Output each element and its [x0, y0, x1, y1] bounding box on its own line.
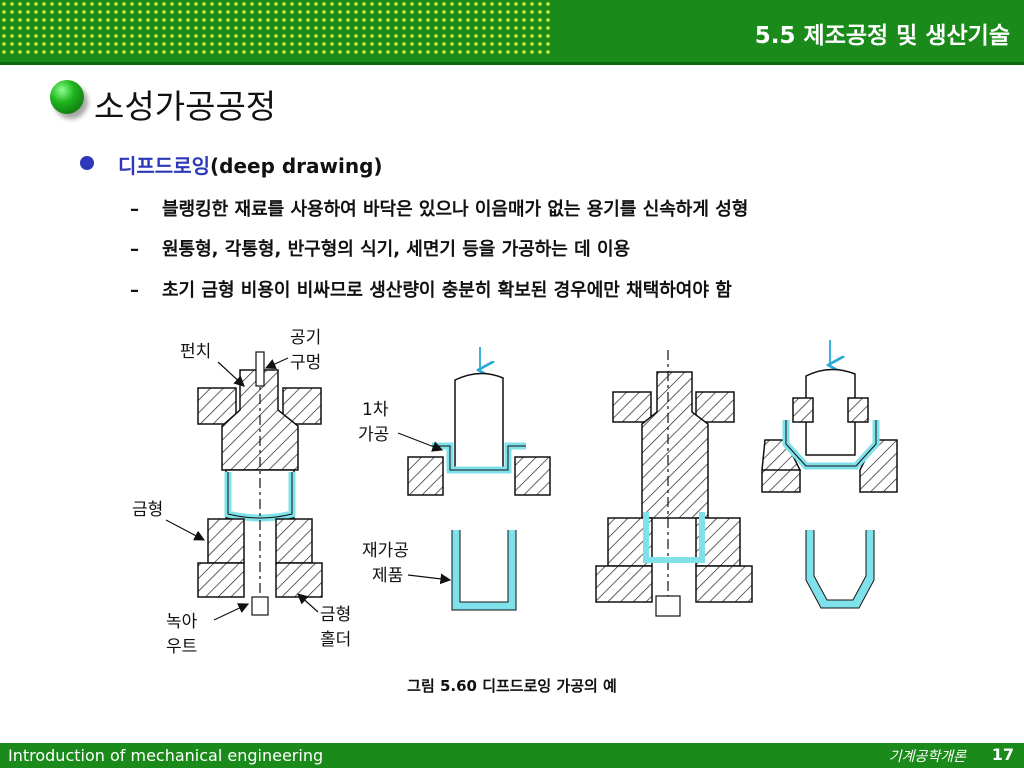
first-draw-cup: [451, 530, 517, 611]
course-korean-title: 기계공학개론: [888, 749, 966, 765]
bullet-label-english: (deep drawing): [210, 154, 383, 178]
header-dot-pattern: [0, 0, 552, 58]
label-punch: 펀치: [180, 342, 211, 362]
assembly-1: [197, 351, 323, 616]
first-draw-setup: [407, 347, 551, 496]
sub-item: –초기 금형 비용이 비싸므로 생산량이 충분히 확보된 경우에만 채택하여야 …: [130, 280, 732, 301]
label-air-vent-2: 구멍: [290, 353, 321, 373]
green-ball-icon: [50, 80, 84, 114]
figure-caption: 그림 5.60 디프드로잉 가공의 예: [407, 677, 617, 695]
pointer-line: [217, 361, 245, 387]
label-knockout-1: 녹아: [166, 612, 198, 632]
header-bar: 5.5 제조공정 및 생산기술: [0, 0, 1024, 62]
label-holder-2: 홀더: [320, 630, 351, 650]
bullet-dot-icon: [80, 156, 94, 170]
sub-item-text: 원통형, 각통형, 반구형의 식기, 세면기 등을 가공하는 데 이용: [162, 239, 631, 260]
label-first-1: 1차: [362, 400, 389, 420]
label-redraw-1: 재가공: [362, 541, 409, 561]
label-die: 금형: [132, 500, 163, 520]
course-title: Introduction of mechanical engineering: [8, 746, 324, 765]
label-knockout-2: 우트: [166, 637, 197, 657]
redraw-setup: [761, 340, 898, 493]
bullet-heading: 디프드로잉(deep drawing): [118, 150, 383, 179]
pointer-line: [165, 519, 206, 541]
pointer-line: [297, 593, 319, 613]
page-number: 17: [991, 745, 1014, 764]
bullet-label-korean: 디프드로잉: [118, 154, 210, 178]
section-title: 5.5 제조공정 및 생산기술: [754, 23, 1010, 49]
sub-item-text: 블랭킹한 재료를 사용하여 바닥은 있으나 이음매가 없는 용기를 신속하게 성…: [162, 199, 749, 220]
header-divider: [0, 62, 1024, 65]
sub-item: –블랭킹한 재료를 사용하여 바닥은 있으나 이음매가 없는 용기를 신속하게 …: [130, 199, 749, 220]
footer-bar: Introduction of mechanical engineering 기…: [0, 743, 1024, 768]
label-redraw-2: 제품: [372, 566, 403, 586]
label-first-2: 가공: [358, 425, 389, 445]
slide-title: 소성가공공정: [94, 87, 277, 126]
pointer-line: [397, 432, 444, 452]
assembly-2: [595, 350, 753, 617]
pointer-line: [213, 603, 250, 621]
sub-item-text: 초기 금형 비용이 비싸므로 생산량이 충분히 확보된 경우에만 채택하여야 함: [162, 280, 732, 301]
pointer-line: [407, 573, 452, 585]
redraw-cup: [805, 530, 875, 609]
pointer-line: [264, 357, 289, 369]
sub-item: –원통형, 각통형, 반구형의 식기, 세면기 등을 가공하는 데 이용: [130, 239, 631, 260]
label-holder-1: 금형: [320, 605, 351, 625]
label-air-vent-1: 공기: [290, 328, 321, 348]
